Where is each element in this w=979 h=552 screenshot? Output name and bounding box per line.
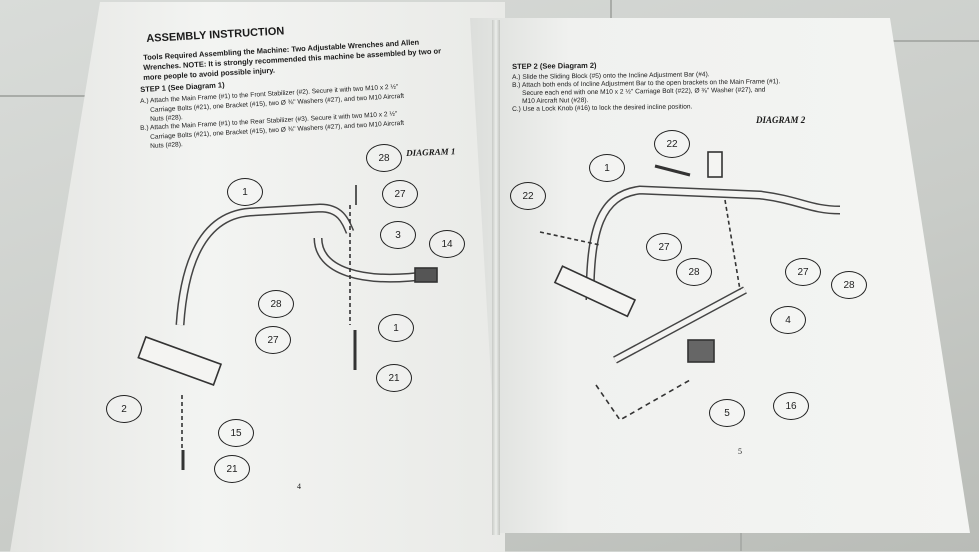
part-callout: 15	[218, 419, 254, 447]
part-callout: 22	[510, 182, 546, 210]
step-2-line: M10 Aircraft Nut (#28).	[522, 97, 589, 105]
part-callout: 2	[106, 395, 142, 423]
floor-tile-seam	[740, 530, 742, 551]
part-callout: 1	[589, 154, 625, 182]
diagram-1-label: DIAGRAM 1	[405, 146, 456, 158]
part-callout: 16	[773, 392, 809, 420]
part-callout: 28	[676, 258, 712, 286]
part-callout: 27	[255, 326, 291, 354]
part-callout: 28	[366, 144, 402, 172]
floor-tile-seam	[0, 95, 110, 97]
part-callout: 4	[770, 306, 806, 334]
page-number-left: 4	[297, 482, 301, 491]
floor-tile-seam	[610, 0, 612, 20]
part-callout: 21	[376, 364, 412, 392]
part-callout: 27	[382, 180, 418, 208]
part-callout: 21	[214, 455, 250, 483]
diagram-1-drawing	[137, 185, 438, 470]
part-callout: 1	[378, 314, 414, 342]
part-callout: 1	[227, 178, 263, 206]
diagram-2-drawing	[539, 151, 841, 422]
diagram-2-label: DIAGRAM 2	[756, 115, 806, 125]
floor-tile-seam	[860, 40, 979, 42]
right-manual-page	[470, 18, 970, 533]
page-number-right: 5	[738, 447, 742, 456]
booklet-spine	[492, 20, 500, 535]
part-callout: 14	[429, 230, 465, 258]
part-callout: 27	[785, 258, 821, 286]
part-callout: 27	[646, 233, 682, 261]
part-callout: 28	[258, 290, 294, 318]
part-callout: 5	[709, 399, 745, 427]
part-callout: 22	[654, 130, 690, 158]
part-callout: 3	[380, 221, 416, 249]
part-callout: 28	[831, 271, 867, 299]
step-2-heading: STEP 2 (See Diagram 2)	[511, 60, 597, 71]
